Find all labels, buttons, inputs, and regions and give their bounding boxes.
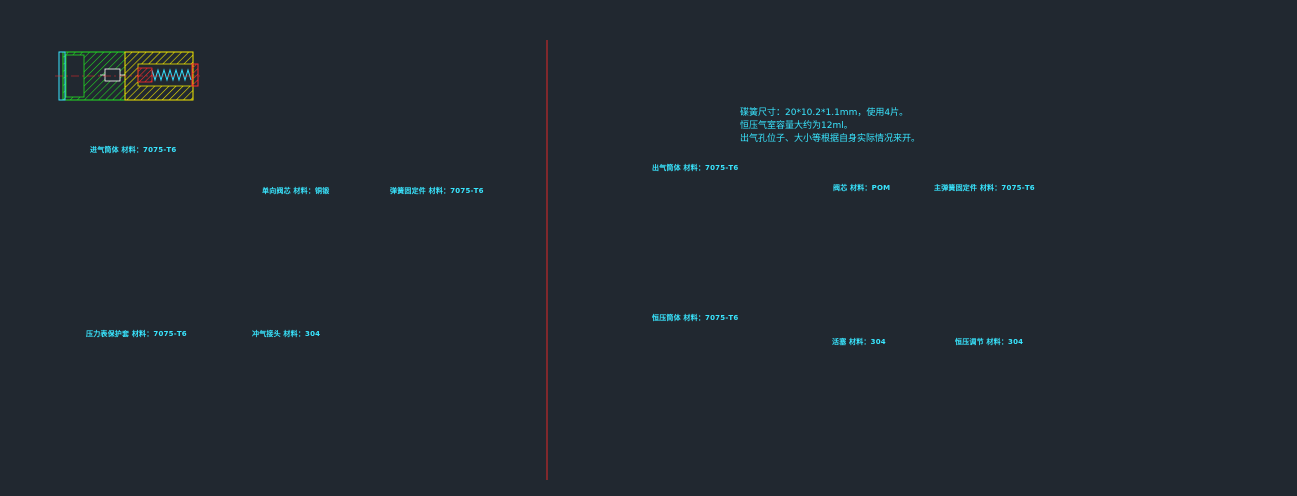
intake-body-label: 进气筒体 材料：7075-T6	[90, 146, 177, 154]
note-outlet-hole: 出气孔位子、大小等根据自身实际情况来开。	[740, 134, 921, 144]
piston-label: 活塞 材料：304	[832, 338, 886, 346]
regulator-adjust-label: 恒压调节 材料：304	[955, 338, 1024, 346]
left-assembly-section-view	[55, 51, 200, 101]
bleed-nozzle-label: 冲气接头 材料：304	[252, 330, 321, 338]
check-valve-label: 单向阀芯 材料：铜锻	[262, 187, 330, 195]
outlet-body-label: 出气筒体 材料：7075-T6	[652, 164, 739, 172]
valve-core-label: 阀芯 材料：POM	[833, 184, 891, 192]
note-disc-spring: 碟簧尺寸：20*10.2*1.1mm，使用4片。	[740, 108, 909, 118]
regulator-body-label: 恒压筒体 材料：7075-T6	[652, 314, 739, 322]
main-spring-seat-label: 主弹簧固定件 材料：7075-T6	[934, 184, 1035, 192]
pressure-cover-label: 压力表保护套 材料：7075-T6	[86, 330, 187, 338]
note-chamber-volume: 恒压气室容量大约为12ml。	[740, 121, 853, 131]
spring-seat-label: 弹簧固定件 材料：7075-T6	[390, 187, 484, 195]
